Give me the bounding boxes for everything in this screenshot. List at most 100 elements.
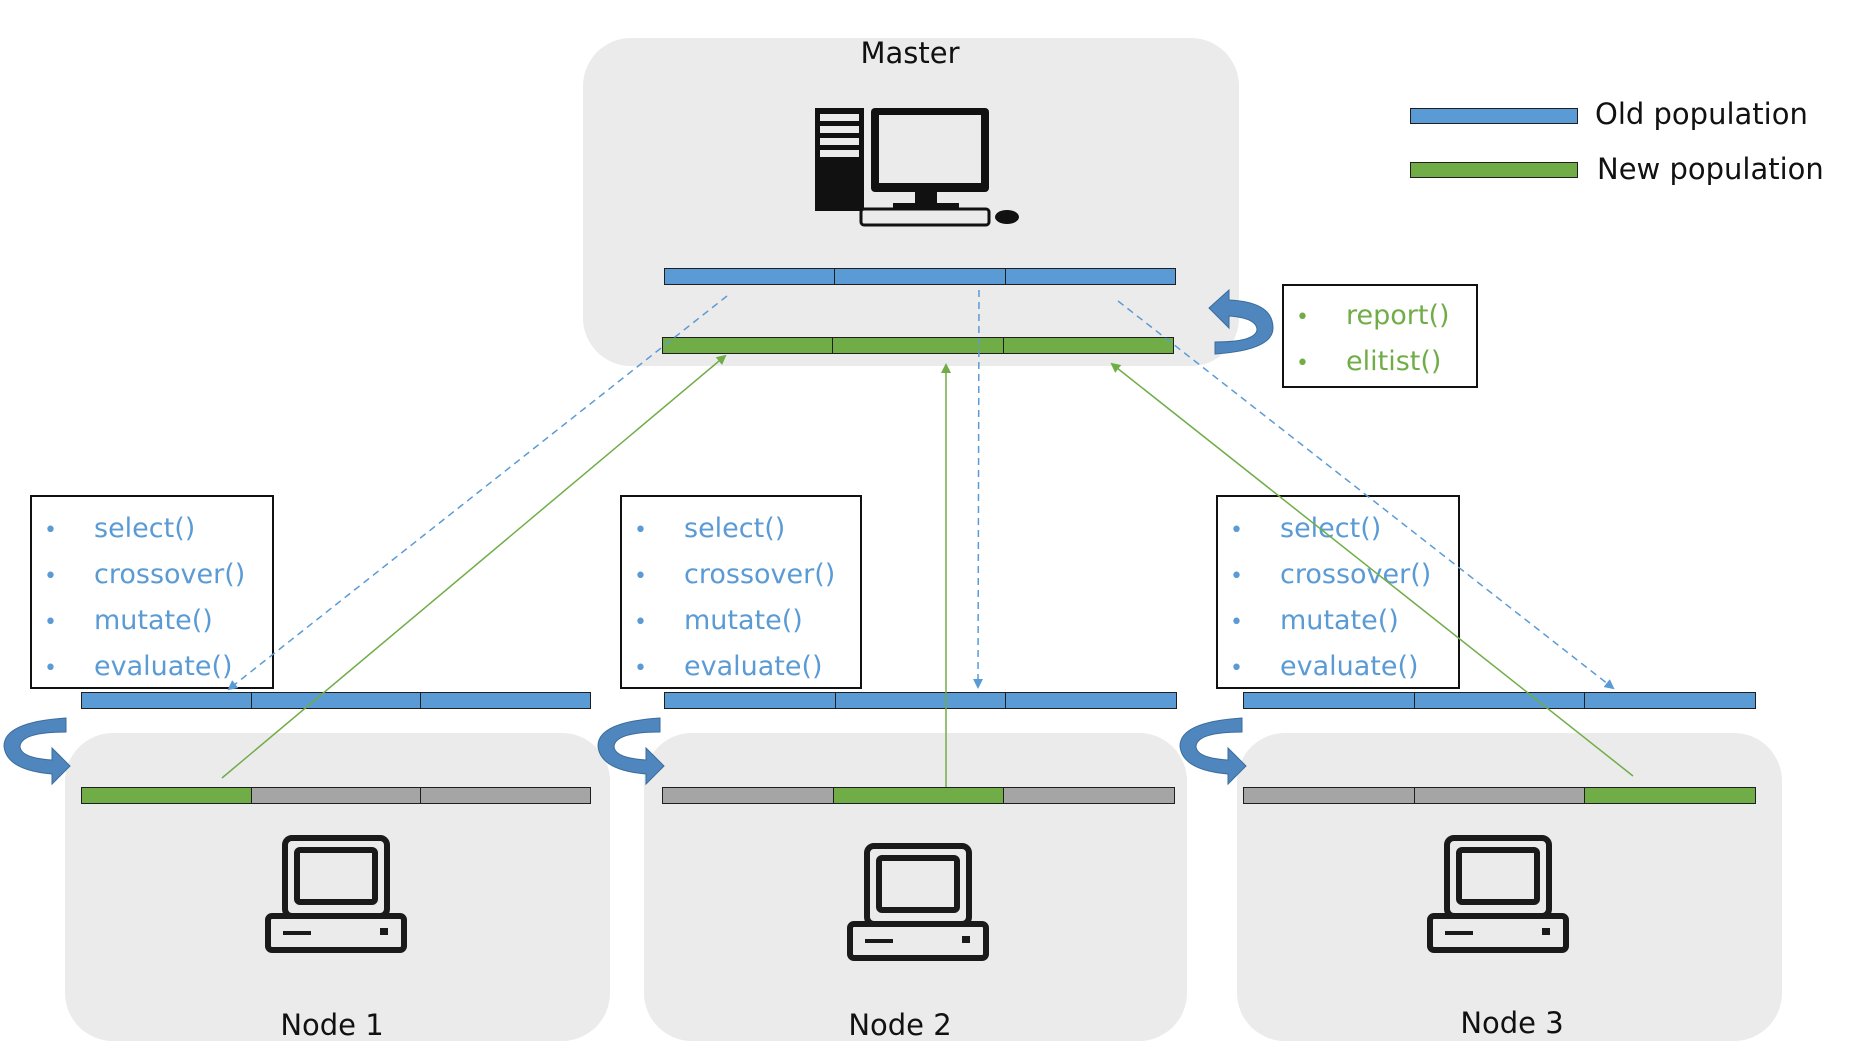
master-title: Master <box>860 36 960 70</box>
node-1-new-population-bar <box>81 787 592 804</box>
function-name: crossover() <box>1280 559 1432 590</box>
node-1-title: Node 1 <box>280 1008 384 1042</box>
population-segment-new <box>1585 787 1757 804</box>
population-segment-new <box>662 337 834 354</box>
bullet-icon: • <box>1296 305 1309 330</box>
master-panel <box>583 38 1239 366</box>
node-3-retro-computer-icon <box>1427 835 1569 953</box>
return-arrows <box>221 354 1634 787</box>
node-3-panel <box>1237 733 1782 1041</box>
population-segment-new <box>833 787 1005 804</box>
function-list: • select() • crossover() • mutate() •evaluate(… <box>634 507 860 691</box>
bullet-icon: • <box>634 518 647 543</box>
node-2-panel <box>644 733 1187 1041</box>
function-list-item: •elitist() <box>1296 340 1476 386</box>
population-segment-old <box>664 692 836 709</box>
population-segment-old <box>421 692 592 709</box>
master-loop-curved-arrow-icon <box>1208 288 1274 355</box>
distribute-arrow-node-3 <box>1117 300 1615 690</box>
node-3-function-box: • select() • crossover() • mutate() • evaluate(… <box>1216 495 1460 689</box>
bullet-icon: • <box>634 656 647 681</box>
node-1-function-box: • select() • crossover() • mutate() • evaluate(… <box>30 495 274 689</box>
bullet-icon: • <box>44 610 57 635</box>
population-segment-empty <box>421 787 592 804</box>
function-name: select() <box>684 513 786 544</box>
function-list-item: • crossover() <box>44 553 272 599</box>
function-list-item: • select() <box>634 507 860 553</box>
bullet-icon: • <box>44 564 57 589</box>
population-segment-old <box>1585 692 1757 709</box>
bullet-icon: • <box>634 610 647 635</box>
bullet-icon: • <box>634 564 647 589</box>
node-3-title: Node 3 <box>1460 1006 1564 1040</box>
legend-new-swatch <box>1410 162 1578 178</box>
population-segment-old <box>1243 692 1415 709</box>
function-name: report() <box>1346 300 1450 331</box>
return-arrow-node-1 <box>221 354 727 779</box>
return-arrow-node-3 <box>1110 362 1634 777</box>
node-2-new-population-bar <box>662 787 1176 804</box>
node-1-loop-curved-arrow-icon <box>3 717 71 786</box>
function-list-item: • report() <box>1296 294 1476 340</box>
function-list: • select() • crossover() • mutate() • evaluate(… <box>44 507 272 691</box>
node-3-new-population-bar <box>1243 787 1757 804</box>
function-name: evaluate() <box>94 651 233 682</box>
function-name: mutate() <box>94 605 213 636</box>
function-name: crossover() <box>684 559 836 590</box>
legend-old-swatch <box>1410 108 1578 124</box>
function-name: evaluate() <box>1280 651 1419 682</box>
population-segment-new <box>833 337 1004 354</box>
master-old-population-bar <box>664 268 1176 285</box>
legend-new-label: New population <box>1597 152 1824 186</box>
population-segment-empty <box>1004 787 1176 804</box>
bullet-icon: • <box>44 656 57 681</box>
master-function-box: • report() •elitist() <box>1282 284 1478 388</box>
bullet-icon: • <box>1230 518 1243 543</box>
population-segment-old <box>1005 268 1176 285</box>
node-2-retro-computer-icon <box>847 843 989 961</box>
function-name: select() <box>1280 513 1382 544</box>
population-segment-empty <box>1414 787 1586 804</box>
population-segment-old <box>835 692 1007 709</box>
bullet-icon: • <box>1230 656 1243 681</box>
function-name: elitist() <box>1346 346 1442 377</box>
function-list-item: • crossover() <box>634 553 860 599</box>
population-segment-empty <box>1243 787 1415 804</box>
population-segment-empty <box>251 787 422 804</box>
bullet-icon: • <box>1230 564 1243 589</box>
node-2-old-population-bar <box>664 692 1178 709</box>
function-list-item: • mutate() <box>1230 599 1458 645</box>
node-2-loop-curved-arrow-icon <box>597 717 665 786</box>
population-segment-old <box>1006 692 1178 709</box>
population-segment-new <box>1003 337 1174 354</box>
node-2-function-box: • select() • crossover() • mutate() •evaluate(… <box>620 495 862 689</box>
function-list-item: •evaluate() <box>634 645 860 691</box>
function-list-item: • evaluate() <box>1230 645 1458 691</box>
function-name: mutate() <box>684 605 803 636</box>
distribute-arrow-node-1 <box>227 295 728 691</box>
node-1-old-population-bar <box>81 692 592 709</box>
node-3-loop-curved-arrow-icon <box>1179 717 1247 786</box>
function-list-item: • mutate() <box>634 599 860 645</box>
function-name: mutate() <box>1280 605 1399 636</box>
population-segment-old <box>664 268 836 285</box>
bullet-icon: • <box>1230 610 1243 635</box>
population-segment-old <box>81 692 252 709</box>
function-list: • select() • crossover() • mutate() • evaluate(… <box>1230 507 1458 691</box>
function-list-item: • evaluate() <box>44 645 272 691</box>
distribution-arrows <box>227 289 1615 691</box>
distribute-arrow-node-2 <box>973 289 984 689</box>
master-new-population-bar <box>662 337 1174 354</box>
function-list-item: • crossover() <box>1230 553 1458 599</box>
function-list-item: • select() <box>1230 507 1458 553</box>
population-segment-empty <box>662 787 834 804</box>
population-segment-old <box>835 268 1006 285</box>
population-segment-old <box>251 692 422 709</box>
node-2-title: Node 2 <box>848 1008 952 1042</box>
function-list-item: • select() <box>44 507 272 553</box>
function-name: select() <box>94 513 196 544</box>
bullet-icon: • <box>44 518 57 543</box>
legend-old-label: Old population <box>1595 97 1808 131</box>
function-name: crossover() <box>94 559 246 590</box>
